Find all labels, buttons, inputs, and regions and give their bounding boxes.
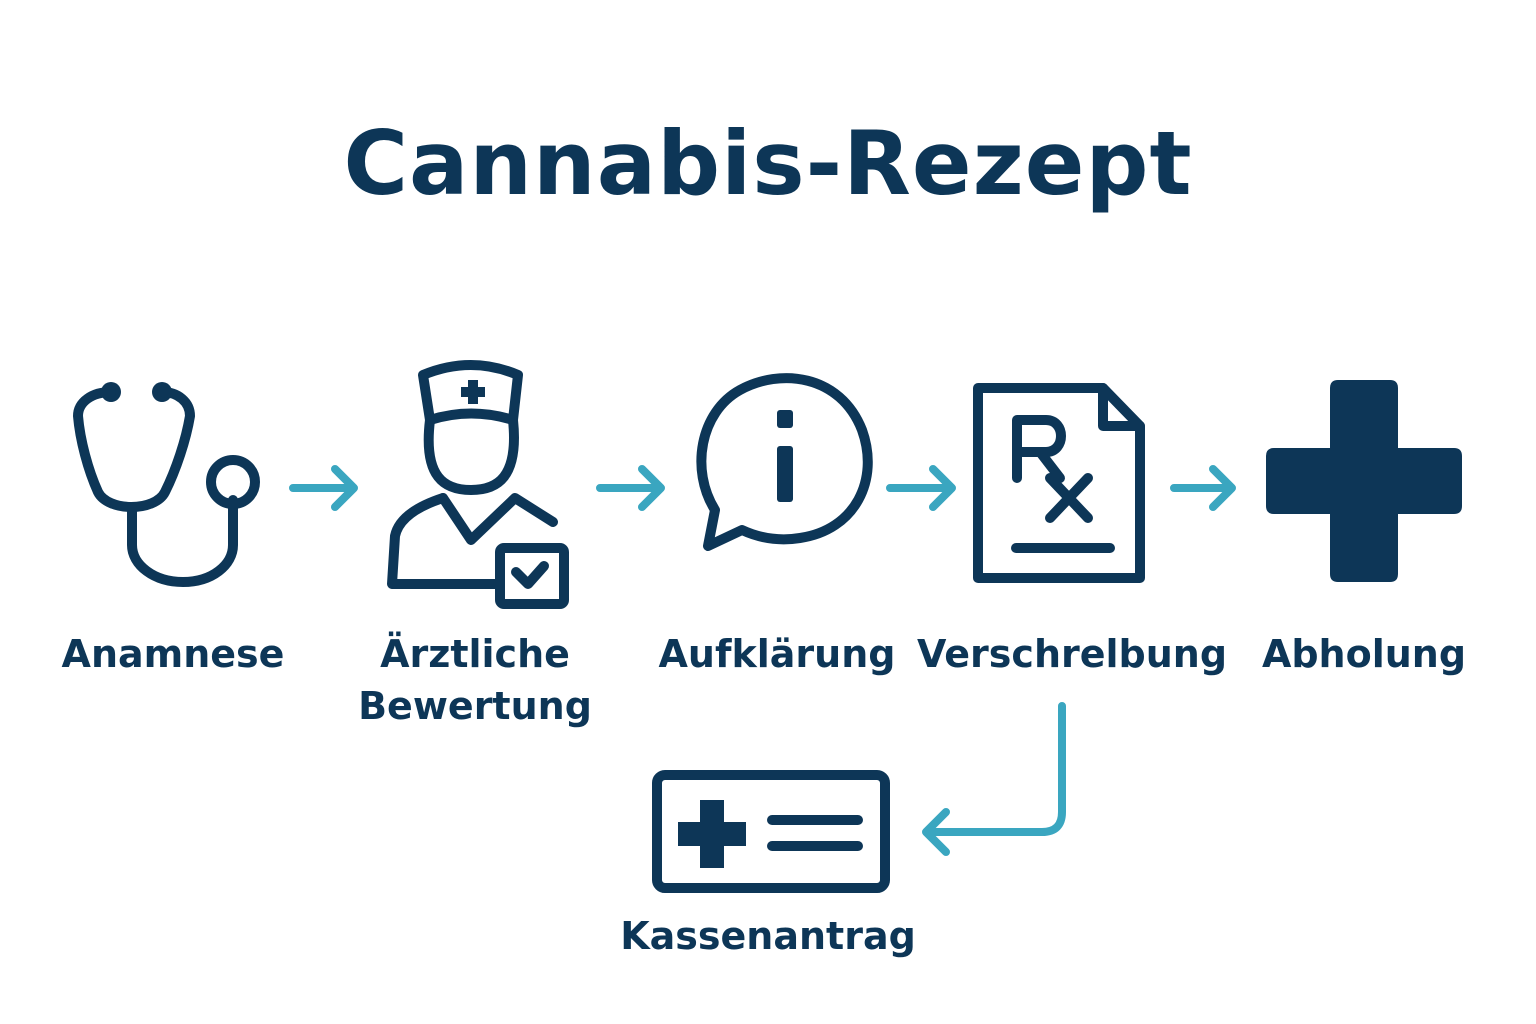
insurance-card-icon bbox=[652, 770, 890, 893]
label-line: Ärztliche bbox=[380, 632, 570, 676]
step-label-abholung: Abholung bbox=[1250, 628, 1478, 680]
branch-label-kassenantrag: Kassenantrag bbox=[608, 910, 928, 962]
arrow-4-to-5 bbox=[1170, 465, 1236, 511]
step-label-anamnese: Anamnese bbox=[40, 628, 306, 680]
step-label-aerztliche-bewertung: Ärztliche Bewertung bbox=[330, 628, 620, 732]
stethoscope-icon bbox=[73, 382, 260, 587]
arrow-1-to-2 bbox=[289, 465, 358, 511]
label-line: Anamnese bbox=[61, 632, 285, 676]
step-label-verschreibung: Verschrelbung bbox=[912, 628, 1232, 680]
doctor-icon bbox=[387, 360, 569, 609]
label-line: Verschrelbung bbox=[916, 632, 1228, 676]
step-label-aufklaerung: Aufklärung bbox=[652, 628, 902, 680]
medical-cross-icon bbox=[1266, 380, 1462, 582]
label-line: Abholung bbox=[1261, 632, 1467, 676]
branch-arrow bbox=[922, 702, 1066, 856]
arrow-2-to-3 bbox=[596, 465, 665, 511]
arrow-3-to-4 bbox=[886, 465, 956, 511]
info-speech-bubble-icon bbox=[696, 373, 873, 551]
label-line: Kassenantrag bbox=[620, 914, 916, 958]
label-line: Aufklärung bbox=[658, 632, 896, 676]
prescription-rx-icon bbox=[973, 383, 1145, 583]
label-line: Bewertung bbox=[358, 684, 592, 728]
diagram-title: Cannabis-Rezept bbox=[343, 112, 1193, 215]
